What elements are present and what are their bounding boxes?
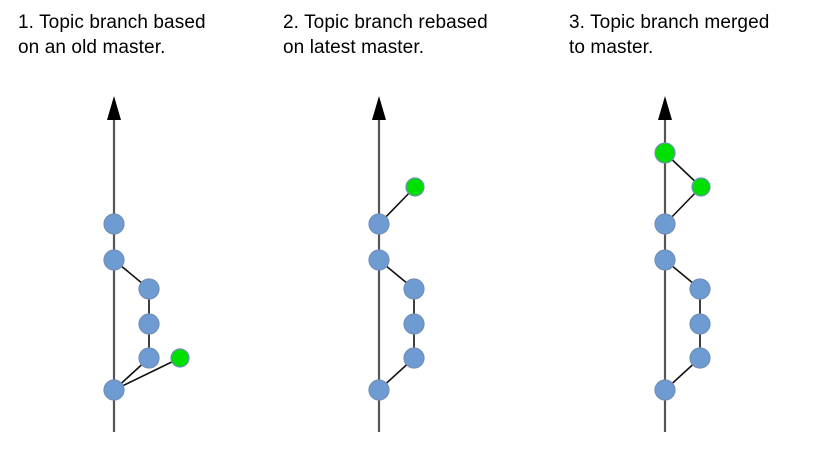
commit-node-topic-commit-2[interactable] xyxy=(138,313,160,335)
commit-graph-1 xyxy=(103,96,190,432)
edge-base-to-green xyxy=(113,357,181,391)
commit-node-master-commit-upper[interactable] xyxy=(368,213,390,235)
panel-caption-2: 2. Topic branch rebased on latest master… xyxy=(283,12,488,58)
panel-caption-1: 1. Topic branch based on an old master. xyxy=(18,12,206,58)
diagram-panel-1: 1. Topic branch based on an old master. xyxy=(0,0,280,465)
commit-node-master-commit-upper[interactable] xyxy=(103,213,125,235)
panel-caption-3: 3. Topic branch merged to master. xyxy=(569,12,770,58)
commit-node-master-commit-mid[interactable] xyxy=(103,249,125,271)
diagram-panel-2: 2. Topic branch rebased on latest master… xyxy=(265,0,545,465)
commit-node-topic-commit-1[interactable] xyxy=(689,278,711,300)
commit-node-topic-head-new[interactable] xyxy=(170,348,190,368)
commit-node-master-commit-mid[interactable] xyxy=(368,249,390,271)
master-arrow-icon xyxy=(372,96,386,120)
commit-node-topic-head-merged[interactable] xyxy=(691,177,711,197)
master-arrow-icon xyxy=(658,96,672,120)
commit-node-master-commit-upper[interactable] xyxy=(654,213,676,235)
commit-node-topic-commit-1[interactable] xyxy=(403,278,425,300)
commit-node-topic-commit-2[interactable] xyxy=(689,313,711,335)
commit-node-topic-commit-3[interactable] xyxy=(403,347,425,369)
commit-node-master-merge-commit[interactable] xyxy=(654,142,676,164)
commit-node-topic-commit-3[interactable] xyxy=(689,347,711,369)
commit-graph-3 xyxy=(654,96,711,432)
diagram-panel-3: 3. Topic branch merged to master. xyxy=(551,0,831,465)
master-arrow-icon xyxy=(107,96,121,120)
commit-node-topic-commit-3[interactable] xyxy=(138,347,160,369)
commit-node-topic-commit-1[interactable] xyxy=(138,278,160,300)
commit-node-topic-head-rebased[interactable] xyxy=(405,177,425,197)
commit-node-master-commit-base[interactable] xyxy=(103,379,125,401)
commit-node-master-commit-base[interactable] xyxy=(368,379,390,401)
commit-graph-2 xyxy=(368,96,425,432)
commit-node-master-commit-base[interactable] xyxy=(654,379,676,401)
commit-node-topic-commit-2[interactable] xyxy=(403,313,425,335)
commit-node-master-commit-mid[interactable] xyxy=(654,249,676,271)
